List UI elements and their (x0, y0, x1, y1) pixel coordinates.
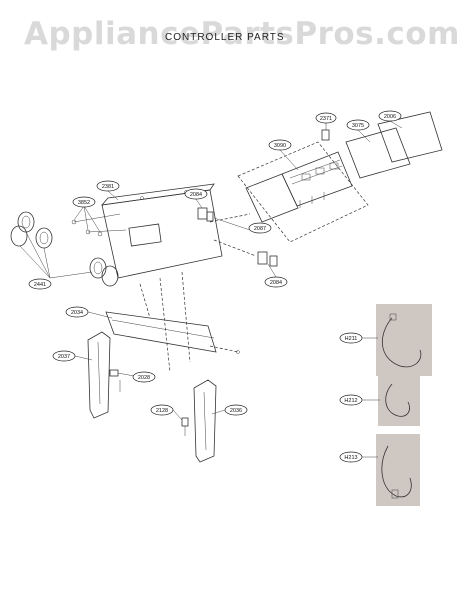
svg-text:2006: 2006 (384, 114, 396, 120)
callout-2034: 2034 (65, 306, 89, 318)
knob-2 (10, 225, 28, 247)
side-brackets (87, 331, 217, 463)
svg-text:2084: 2084 (190, 192, 202, 198)
clip-lower-side (269, 255, 278, 267)
callout-3852: 3852 (72, 196, 96, 208)
right-bracket (193, 379, 217, 463)
callout-2036: 2036 (224, 404, 248, 416)
display-assembly-outline (237, 141, 369, 243)
knob-4 (89, 257, 107, 279)
svg-text:2037: 2037 (58, 354, 70, 360)
svg-text:2381: 2381 (102, 184, 114, 190)
knob-3 (35, 227, 53, 249)
callout-2028: 2028 (132, 371, 156, 383)
display-lens (245, 173, 299, 223)
control-panel-top (101, 183, 215, 206)
harness-photo-h211 (376, 304, 432, 376)
diagram-title: CONTROLLER PARTS (165, 32, 285, 43)
display-board (281, 151, 353, 207)
harness-wire-h212 (385, 383, 410, 417)
callout-2087: 2087 (248, 222, 272, 234)
lower-trim-bar (105, 311, 217, 353)
svg-text:2087: 2087 (254, 226, 266, 232)
callout-2084-upper: 2084 (184, 188, 208, 200)
knob-5 (101, 265, 119, 287)
leader-lines (74, 120, 403, 458)
svg-text:3090: 3090 (274, 143, 286, 149)
callout-3090: 3090 (268, 139, 292, 151)
control-panel-window (128, 223, 162, 247)
part-2128 (181, 417, 189, 427)
svg-text:2028: 2028 (138, 375, 150, 381)
harness-wire-h213 (381, 445, 412, 498)
switch-clips (197, 207, 278, 267)
svg-text:H212: H212 (344, 398, 357, 404)
callout-2381: 2381 (96, 180, 120, 192)
harness-wire-h211 (381, 317, 422, 368)
clip-upper-side (206, 211, 214, 222)
overlay-sheet-2006 (377, 111, 443, 163)
callout-3075: 3075 (346, 119, 370, 131)
lower-trim (105, 311, 240, 354)
callout-2371: 2371 (315, 112, 337, 124)
svg-text:2371: 2371 (320, 116, 332, 122)
svg-text:3075: 3075 (352, 123, 364, 129)
svg-text:3852: 3852 (78, 200, 90, 206)
callout-h213: H213 (339, 451, 363, 463)
clip-upper (197, 207, 208, 220)
control-panel-face (101, 189, 223, 279)
svg-text:2441: 2441 (34, 282, 46, 288)
harness-photo-h212 (378, 374, 420, 426)
svg-text:2036: 2036 (230, 408, 242, 414)
svg-text:2128: 2128 (156, 408, 168, 414)
harness-photos (376, 304, 432, 506)
control-panel (101, 183, 257, 373)
callout-2128: 2128 (150, 404, 174, 416)
svg-text:H213: H213 (344, 455, 357, 461)
callout-2037: 2037 (52, 350, 76, 362)
control-knobs (10, 205, 127, 287)
watermark-text: AppliancePartsPros.com (24, 16, 460, 52)
svg-text:H211: H211 (345, 336, 358, 342)
callout-2441: 2441 (28, 278, 52, 290)
display-assembly (237, 111, 443, 243)
callout-2084-lower: 2084 (264, 276, 288, 288)
part-2371 (321, 129, 330, 141)
callout-2006: 2006 (378, 110, 402, 122)
knob-1 (17, 211, 35, 233)
overlay-sheet-3075 (345, 127, 411, 179)
clip-lower (257, 251, 268, 265)
callout-h211: H211 (339, 332, 363, 344)
svg-text:2034: 2034 (71, 310, 83, 316)
callout-h212: H212 (339, 394, 363, 406)
svg-text:2084: 2084 (270, 280, 282, 286)
part-2028 (109, 369, 119, 377)
left-bracket (87, 331, 111, 419)
